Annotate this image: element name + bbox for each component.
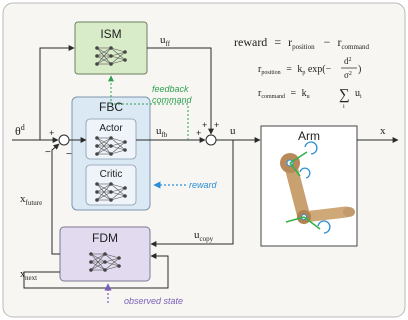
wire-u-ff xyxy=(147,47,214,135)
label-x-next: xnext xyxy=(20,269,37,282)
equation-close-paren: ) xyxy=(358,64,361,75)
equation-r-position: rposition = kp exp(− xyxy=(258,64,332,77)
label-x-future: xfuture xyxy=(20,193,42,207)
summing-junction-output xyxy=(205,134,217,146)
fdm-block: FDM xyxy=(59,226,151,282)
annotation-observed-state: observed state xyxy=(124,296,183,306)
fbc-block: FBC Actor Critic xyxy=(71,96,151,211)
sign-input-minus-lower: − xyxy=(66,149,72,160)
arm-label: Arm xyxy=(298,129,320,143)
actor-label: Actor xyxy=(99,123,123,134)
annotation-feedback: feedback xyxy=(152,84,189,94)
sign-input-minus: − xyxy=(45,147,51,158)
arm-block: Arm xyxy=(260,125,358,247)
label-theta-d: θd xyxy=(15,123,25,138)
annotation-command: command xyxy=(152,95,193,105)
annotation-reward: reward xyxy=(189,180,218,190)
equation-sum-index: i xyxy=(343,104,345,110)
label-u-fb: ufb xyxy=(156,125,168,139)
label-u-copy: ucopy xyxy=(194,229,214,243)
sign-output-plus-right: + xyxy=(214,120,219,130)
fbc-label: FBC xyxy=(99,100,123,114)
equation-sum: ∑ xyxy=(339,87,350,103)
ism-block: ISM xyxy=(74,21,148,75)
label-u-ff: uff xyxy=(160,34,171,48)
equation-fraction-num: d2 xyxy=(344,56,352,66)
critic-label: Critic xyxy=(100,169,123,180)
wire-x-next xyxy=(23,253,169,289)
wire-to-ism xyxy=(39,45,75,140)
arm-illustration xyxy=(280,141,355,234)
sign-output-plus-left: + xyxy=(196,128,201,138)
sign-output-plus-top: + xyxy=(202,120,207,130)
fdm-label: FDM xyxy=(92,231,118,245)
reward-equations: reward = rposition − rcommand rposition … xyxy=(234,35,370,110)
wire-u-copy xyxy=(150,140,234,247)
wire-x-future xyxy=(51,143,60,255)
equation-u-i: ui xyxy=(355,88,362,100)
equation-fraction-den: σ2 xyxy=(344,70,352,80)
label-x: x xyxy=(380,125,386,137)
ism-label: ISM xyxy=(100,27,121,41)
label-u: u xyxy=(230,125,236,137)
sign-input-plus: + xyxy=(49,128,54,138)
equation-reward: reward = rposition − rcommand xyxy=(234,35,370,52)
wire-feedback-command xyxy=(108,75,189,140)
equation-r-command: rcommand = ku xyxy=(258,88,310,101)
summing-junction-input xyxy=(58,134,70,146)
